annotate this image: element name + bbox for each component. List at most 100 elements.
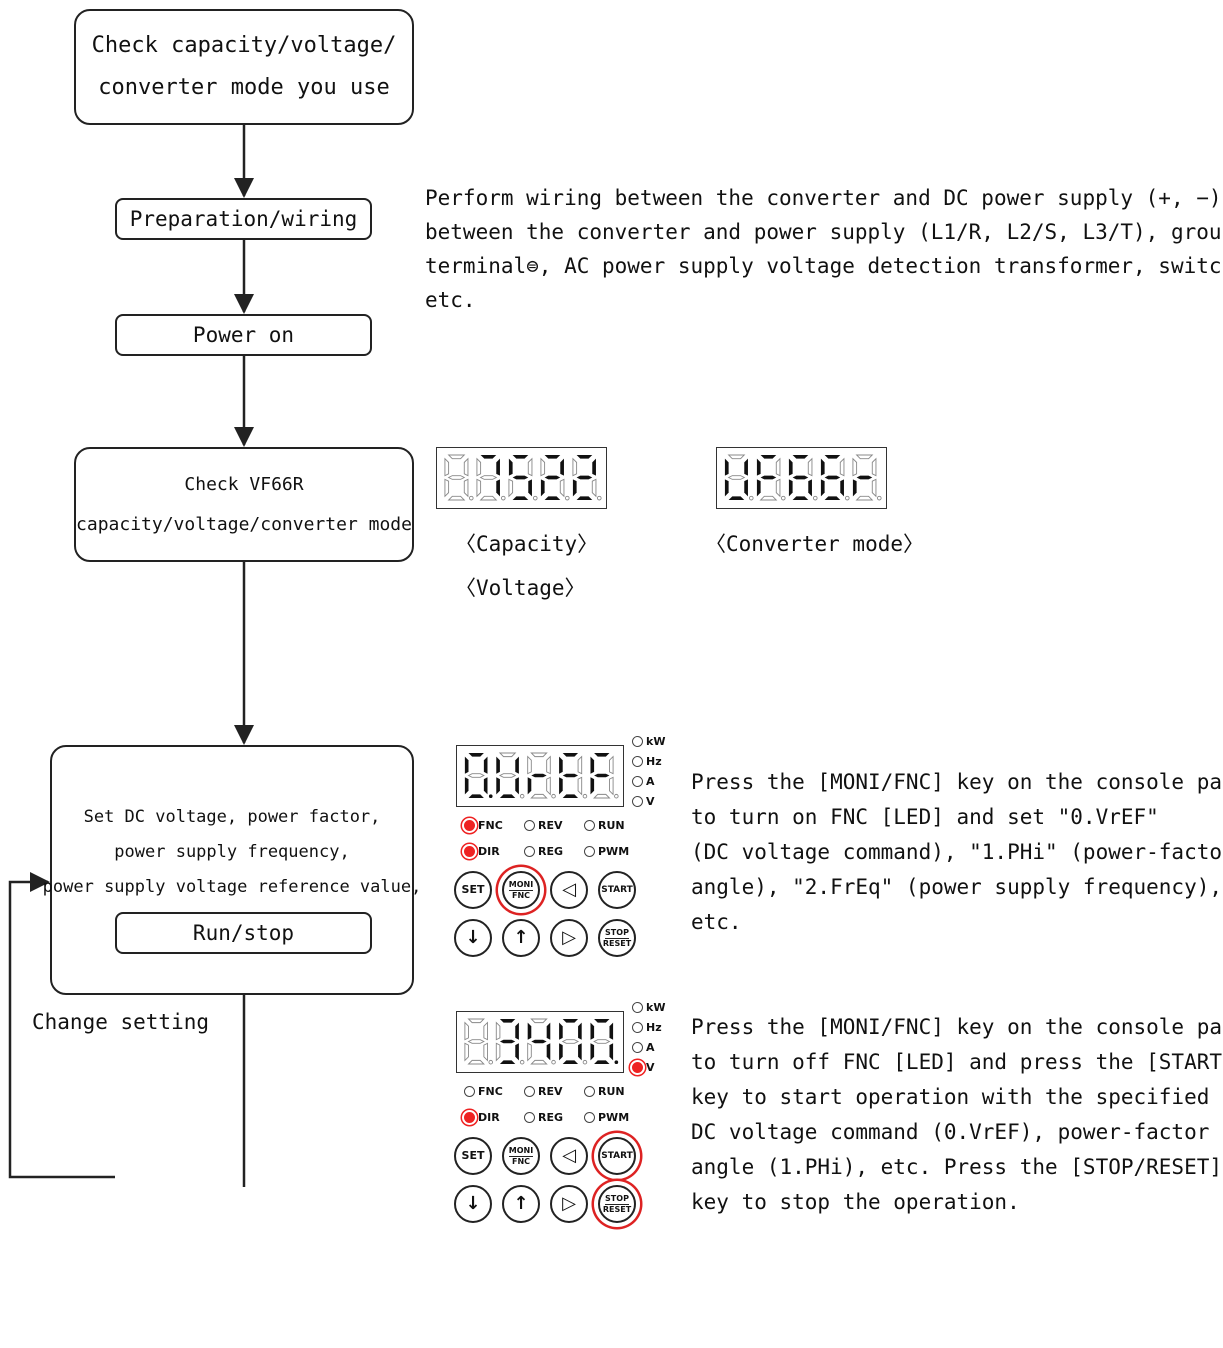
- lcd-segment: [498, 773, 517, 778]
- lcd-segment: [820, 458, 825, 476]
- led-label-text: RUN: [598, 1085, 625, 1098]
- lcd-segment: [527, 457, 533, 477]
- led-indicator: [524, 820, 535, 831]
- led-indicator: [632, 1002, 643, 1013]
- key-label-part: RESET: [602, 1204, 632, 1214]
- led-indicator: [632, 1062, 643, 1073]
- lcd-segment: [527, 1042, 532, 1062]
- caption-voltage: 〈Voltage〉: [455, 576, 586, 600]
- lcd-segment: [852, 457, 858, 477]
- lcd-decimal-point: [468, 495, 474, 501]
- key-set[interactable]: SET: [454, 871, 492, 909]
- unit-led-hz: Hz: [632, 1021, 662, 1034]
- lcd-segment: [609, 776, 614, 796]
- lcd-segment: [495, 1042, 501, 1062]
- lcd-segment: [444, 457, 450, 477]
- step-check-capacity: Check capacity/voltage/ converter mode y…: [74, 9, 414, 125]
- led-label-text: Hz: [646, 755, 662, 768]
- lcd-segment: [447, 475, 466, 480]
- lcd-segment: [447, 495, 466, 501]
- key-[interactable]: ◁: [550, 871, 588, 909]
- key-set[interactable]: SET: [454, 1137, 492, 1175]
- key-label: ↓: [465, 927, 481, 948]
- led-indicator: [584, 1086, 595, 1097]
- lcd-segment: [468, 753, 484, 757]
- lcd-segment: [476, 457, 482, 477]
- lcd-segment: [495, 1021, 501, 1041]
- led-indicator: [632, 1022, 643, 1033]
- lcd-segment: [467, 773, 485, 778]
- led-label-text: V: [646, 1061, 655, 1074]
- lcd-segment: [727, 475, 746, 480]
- key-[interactable]: ↑: [502, 1185, 540, 1223]
- lcd-segment: [594, 753, 610, 757]
- lcd-segment: [559, 756, 563, 774]
- lcd-segment: [559, 777, 563, 795]
- led-label-text: V: [646, 795, 655, 808]
- lcd-segment: [546, 776, 551, 796]
- lcd-segment: [609, 1022, 614, 1040]
- status-led-rev: REV: [524, 1085, 563, 1098]
- lcd-segment: [824, 455, 841, 459]
- lcd-segment: [480, 455, 497, 459]
- key-[interactable]: ↓: [454, 919, 492, 957]
- key-start[interactable]: START: [598, 1137, 636, 1175]
- step-check-capacity-line2: converter mode you use: [98, 75, 390, 100]
- lcd-decimal-point: [780, 495, 786, 501]
- unit-led-hz: Hz: [632, 755, 662, 768]
- status-led-rev: REV: [524, 819, 563, 832]
- lcd-segment: [508, 458, 513, 476]
- lcd-segment: [479, 475, 498, 480]
- key-label: SET: [461, 883, 485, 896]
- lcd-segment: [530, 793, 548, 799]
- lcd-segment: [840, 479, 844, 497]
- step-preparation-label: Preparation/wiring: [129, 207, 358, 231]
- step-check-vf66r-line2: capacity/voltage/converter mode: [76, 513, 412, 535]
- key-[interactable]: ▷: [550, 1185, 588, 1223]
- lcd-decimal-point: [812, 495, 818, 501]
- lcd-segment: [724, 458, 729, 476]
- lcd-decimal-point: [596, 495, 602, 501]
- panel1-note-line: to turn on FNC [LED] and set "0.VrEF": [691, 805, 1159, 829]
- step-run-stop: Run/stop: [115, 912, 372, 954]
- lcd-segment: [808, 479, 812, 497]
- key-[interactable]: ↑: [502, 919, 540, 957]
- led-indicator: [632, 776, 643, 787]
- lcd-segment: [775, 457, 781, 477]
- lcd-segment: [760, 455, 777, 459]
- status-led-fnc: FNC: [464, 819, 503, 832]
- wiring-note-line: between the converter and power supply (…: [425, 220, 1223, 244]
- step-power-on: Power on: [115, 314, 372, 356]
- led-label-text: kW: [646, 735, 666, 748]
- lcd-segment: [464, 1021, 469, 1041]
- lcd-segment: [592, 458, 596, 476]
- lcd-segment: [531, 1039, 547, 1044]
- lcd-segment: [498, 752, 517, 758]
- lcd-segment: [577, 776, 583, 796]
- led-indicator: [464, 1086, 475, 1097]
- lcd-segment: [546, 1043, 551, 1061]
- led-indicator: [464, 846, 475, 857]
- key-[interactable]: ▷: [550, 919, 588, 957]
- lcd-decimal-point: [614, 1060, 619, 1064]
- led-label-text: REV: [538, 819, 563, 832]
- key-start[interactable]: START: [598, 871, 636, 909]
- key-label: ◁: [562, 879, 576, 900]
- lcd-segment: [744, 479, 748, 497]
- lcd-segment: [444, 478, 450, 498]
- key-[interactable]: ↓: [454, 1185, 492, 1223]
- lcd-segment: [468, 794, 484, 798]
- lcd-segment: [467, 1059, 485, 1065]
- key-[interactable]: ◁: [550, 1137, 588, 1175]
- panel2-note-line: Press the [MONI/FNC] key on the console …: [691, 1015, 1223, 1039]
- lcd-segment: [562, 1019, 579, 1023]
- lcd-segment: [464, 777, 469, 795]
- unit-led-a: A: [632, 1041, 655, 1054]
- led-label-text: A: [646, 1041, 655, 1054]
- lcd-segment: [578, 1043, 582, 1061]
- capacity-display: [436, 447, 607, 509]
